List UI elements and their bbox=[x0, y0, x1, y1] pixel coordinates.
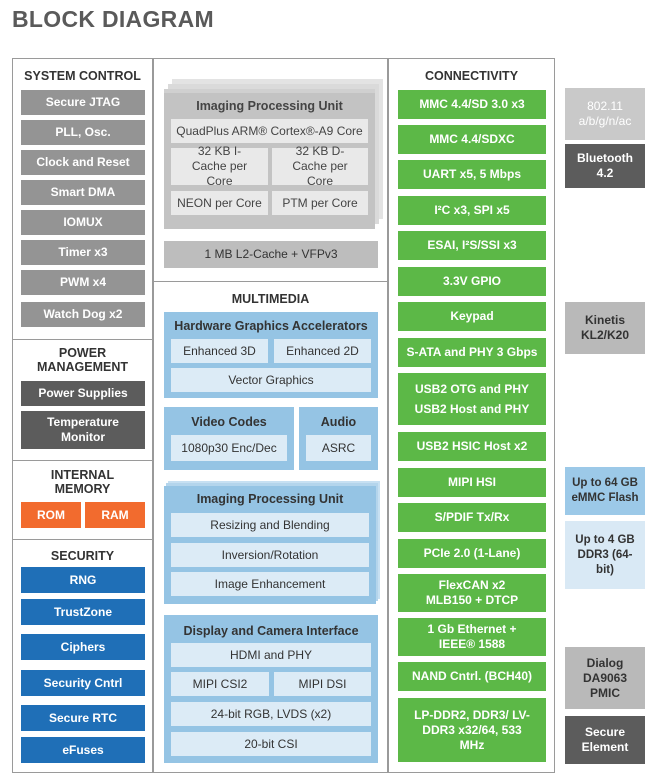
conn-item-usb2-otg: USB2 OTG and PHY USB2 Host and PHY bbox=[398, 373, 546, 425]
ext-secure-element: Secure Element bbox=[565, 716, 645, 764]
system-item-iomux: IOMUX bbox=[21, 210, 145, 235]
divider bbox=[154, 281, 387, 282]
video-block: Video Codes 1080p30 Enc/Dec bbox=[164, 407, 294, 470]
conn-item-uart: UART x5, 5 Mbps bbox=[398, 160, 546, 189]
system-item-watchdog: Watch Dog x2 bbox=[21, 302, 145, 327]
divider bbox=[13, 539, 152, 540]
ipu-inversion: Inversion/Rotation bbox=[171, 543, 369, 567]
security-item-efuses: eFuses bbox=[21, 737, 145, 763]
video-title: Video Codes bbox=[191, 415, 267, 429]
audio-block: Audio ASRC bbox=[299, 407, 378, 470]
cpu-icache: 32 KB I-Cache per Core bbox=[171, 144, 268, 188]
graphics-title: Hardware Graphics Accelerators bbox=[174, 319, 368, 333]
graphics-vector: Vector Graphics bbox=[171, 368, 371, 392]
video-codec: 1080p30 Enc/Dec bbox=[171, 435, 287, 461]
system-item-clock-reset: Clock and Reset bbox=[21, 150, 145, 175]
display-block: Display and Camera Interface HDMI and PH… bbox=[164, 615, 378, 763]
cpu-neon: NEON per Core bbox=[171, 191, 268, 215]
conn-item-spdif: S/PDIF Tx/Rx bbox=[398, 503, 546, 532]
ext-ddr3: Up to 4 GB DDR3 (64-bit) bbox=[565, 521, 645, 589]
ext-emmc: Up to 64 GB eMMC Flash bbox=[565, 467, 645, 515]
security-item-security-cntrl: Security Cntrl bbox=[21, 670, 145, 696]
conn-item-flexcan: FlexCAN x2 MLB150 + DTCP bbox=[398, 574, 546, 612]
system-item-pll-osc: PLL, Osc. bbox=[21, 120, 145, 145]
ext-pmic: Dialog DA9063 PMIC bbox=[565, 647, 645, 709]
left-column: SYSTEM CONTROL Secure JTAG PLL, Osc. Clo… bbox=[12, 58, 153, 773]
cpu-title: Imaging Processing Unit bbox=[196, 99, 343, 113]
security-item-trustzone: TrustZone bbox=[21, 599, 145, 625]
conn-item-mipi-hsi: MIPI HSI bbox=[398, 468, 546, 497]
cpu-block: Imaging Processing Unit QuadPlus ARM® Co… bbox=[164, 93, 375, 229]
system-item-smart-dma: Smart DMA bbox=[21, 180, 145, 205]
display-hdmi: HDMI and PHY bbox=[171, 643, 371, 667]
audio-asrc: ASRC bbox=[306, 435, 371, 461]
cpu-ptm: PTM per Core bbox=[272, 191, 368, 215]
graphics-block: Hardware Graphics Accelerators Enhanced … bbox=[164, 312, 378, 398]
system-control-title: SYSTEM CONTROL bbox=[24, 69, 141, 83]
multimedia-title: MULTIMEDIA bbox=[231, 292, 310, 306]
graphics-2d: Enhanced 2D bbox=[274, 339, 371, 363]
display-title: Display and Camera Interface bbox=[183, 624, 359, 638]
power-item-supplies: Power Supplies bbox=[21, 381, 145, 406]
cpu-l2-cache: 1 MB L2-Cache + VFPv3 bbox=[164, 241, 378, 268]
graphics-3d: Enhanced 3D bbox=[171, 339, 268, 363]
conn-item-usb2-hsic: USB2 HSIC Host x2 bbox=[398, 432, 546, 461]
display-mipi-dsi: MIPI DSI bbox=[274, 672, 371, 696]
system-item-timer: Timer x3 bbox=[21, 240, 145, 265]
memory-item-ram: RAM bbox=[85, 502, 145, 528]
power-item-temperature: Temperature Monitor bbox=[21, 411, 145, 449]
display-mipi-csi2: MIPI CSI2 bbox=[171, 672, 269, 696]
conn-item-mmc-sd: MMC 4.4/SD 3.0 x3 bbox=[398, 90, 546, 119]
conn-item-pcie: PCIe 2.0 (1-Lane) bbox=[398, 539, 546, 568]
ext-wifi: 802.11 a/b/g/n/ac bbox=[565, 88, 645, 140]
security-title: SECURITY bbox=[50, 549, 115, 563]
power-management-title: POWER MANAGEMENT bbox=[37, 346, 128, 374]
conn-item-sata: S-ATA and PHY 3 Gbps bbox=[398, 338, 546, 367]
audio-title: Audio bbox=[320, 415, 357, 429]
connectivity-column: CONNECTIVITY MMC 4.4/SD 3.0 x3 MMC 4.4/S… bbox=[388, 58, 555, 773]
cpu-core: QuadPlus ARM® Cortex®-A9 Core bbox=[171, 119, 368, 143]
page-title: BLOCK DIAGRAM bbox=[12, 6, 214, 32]
system-item-secure-jtag: Secure JTAG bbox=[21, 90, 145, 115]
conn-item-mmc-sdxc: MMC 4.4/SDXC bbox=[398, 125, 546, 154]
conn-item-esai: ESAI, I²S/SSI x3 bbox=[398, 231, 546, 260]
security-item-secure-rtc: Secure RTC bbox=[21, 705, 145, 731]
middle-column: Imaging Processing Unit QuadPlus ARM® Co… bbox=[153, 58, 388, 773]
security-item-ciphers: Ciphers bbox=[21, 634, 145, 660]
conn-item-ethernet: 1 Gb Ethernet + IEEE® 1588 bbox=[398, 618, 546, 656]
memory-item-rom: ROM bbox=[21, 502, 81, 528]
divider bbox=[13, 339, 152, 340]
internal-memory-title: INTERNAL MEMORY bbox=[50, 468, 115, 496]
ext-kinetis: Kinetis KL2/K20 bbox=[565, 302, 645, 354]
ext-bluetooth: Bluetooth 4.2 bbox=[565, 144, 645, 188]
conn-item-ddr: LP-DDR2, DDR3/ LV-DDR3 x32/64, 533 MHz bbox=[398, 698, 546, 762]
conn-item-gpio: 3.3V GPIO bbox=[398, 267, 546, 296]
ipu-enhancement: Image Enhancement bbox=[171, 572, 369, 596]
ipu-resizing: Resizing and Blending bbox=[171, 513, 369, 537]
system-item-pwm: PWM x4 bbox=[21, 270, 145, 295]
security-item-rng: RNG bbox=[21, 567, 145, 593]
conn-item-keypad: Keypad bbox=[398, 302, 546, 331]
ipu-block: Imaging Processing Unit Resizing and Ble… bbox=[164, 486, 376, 604]
cpu-dcache: 32 KB D-Cache per Core bbox=[272, 144, 368, 188]
divider bbox=[13, 460, 152, 461]
connectivity-title: CONNECTIVITY bbox=[424, 69, 519, 83]
conn-item-i2c-spi: I²C x3, SPI x5 bbox=[398, 196, 546, 225]
ipu-title: Imaging Processing Unit bbox=[196, 492, 344, 506]
conn-item-nand: NAND Cntrl. (BCH40) bbox=[398, 662, 546, 691]
display-rgb-lvds: 24-bit RGB, LVDS (x2) bbox=[171, 702, 371, 726]
display-csi: 20-bit CSI bbox=[171, 732, 371, 756]
